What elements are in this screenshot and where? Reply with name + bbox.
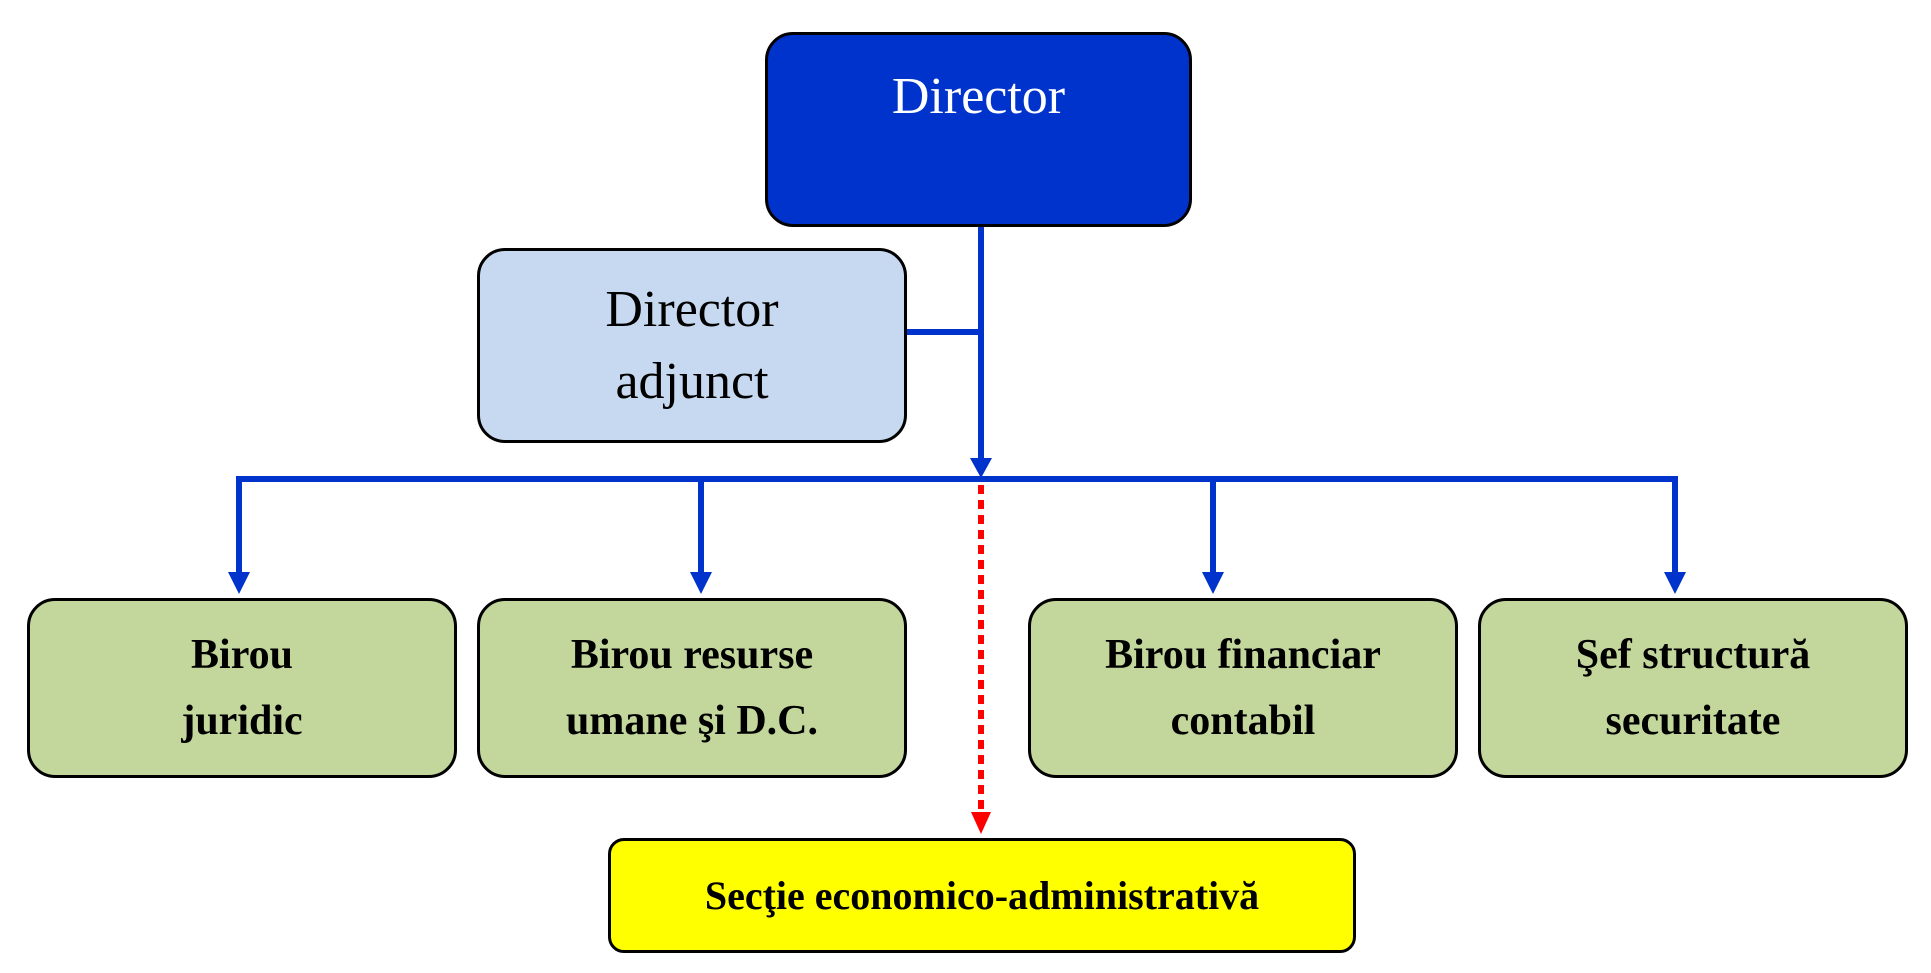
section-label: Secţie economico-administrativă [704,873,1260,918]
office-box-hr: Birou resurse umane şi D.C. [477,598,907,778]
deputy-director-box: Director adjunct [477,248,907,443]
dotted-arrow [971,812,991,834]
office-box-security: Şef structură securitate [1478,598,1908,778]
office-box-juridic: Birou juridic [27,598,457,778]
arrow-juridic [228,572,250,594]
office-label-line1: Birou resurse [570,632,814,678]
director-box: Director [765,32,1192,227]
office-label-line1: Birou [191,632,293,678]
arrow-fin [1202,572,1224,594]
office-label-line1: Şef structură [1575,632,1811,678]
office-box-financial: Birou financiar contabil [1028,598,1458,778]
economic-section-box: Secţie economico-administrativă [608,838,1356,953]
trunk-arrow [970,458,992,478]
deputy-label-line1: Director [605,280,779,338]
office-label-line2: contabil [1170,698,1316,744]
arrow-sec [1664,572,1686,594]
arrow-hr [690,572,712,594]
office-label-line1: Birou financiar [1105,632,1381,678]
office-label-line2: umane şi D.C. [565,698,819,744]
office-label-line2: securitate [1605,698,1781,744]
office-label-line2: juridic [181,698,303,744]
director-label: Director [891,68,1066,125]
deputy-label-line2: adjunct [615,352,769,410]
